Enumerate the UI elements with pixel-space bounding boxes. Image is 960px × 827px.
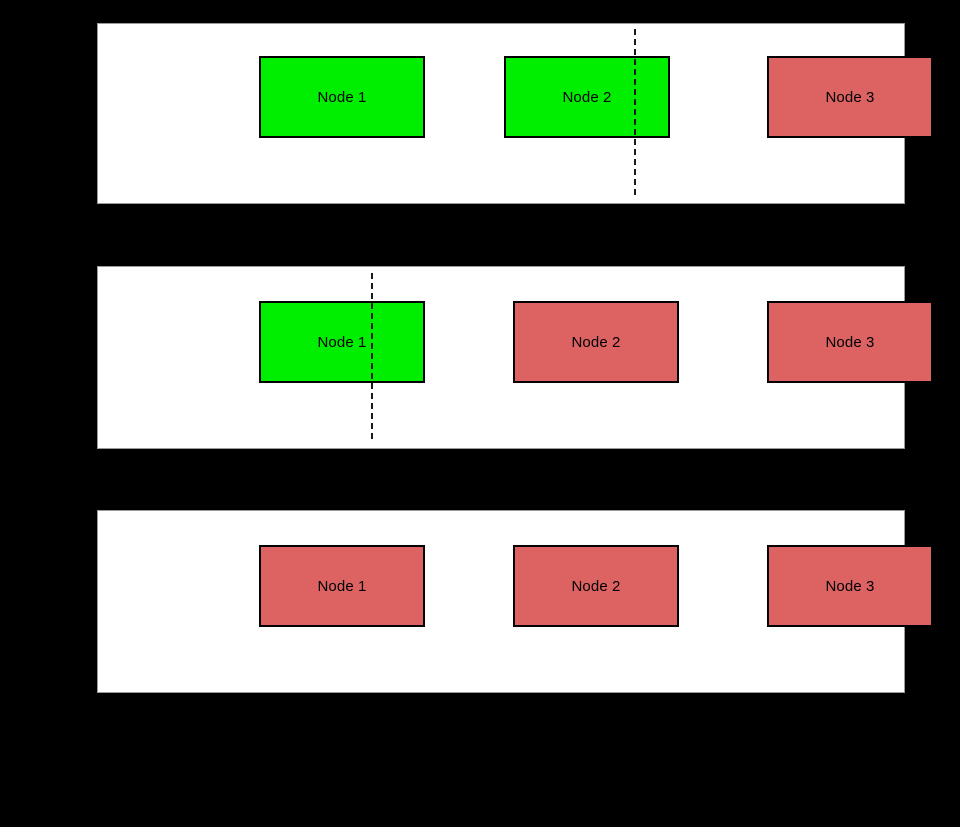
caption-line-1: Two out of 3 nodes are up [406,219,598,237]
caption-line-1: Two out of 3 nodes are down [396,465,608,483]
node-label: Node 2 [562,88,612,106]
node-box-2[interactable]: Node 2 [513,301,679,383]
caption-line-1: All Nodes are down [430,691,574,709]
panel-caption: All Nodes are down Majority Fails & Clus… [98,643,906,827]
node-label: Node 1 [317,88,367,106]
caption-line-2: Majority Fails & Cluster Stops [393,760,611,778]
node-label: Node 2 [571,577,621,595]
quorum-divider-line [371,273,373,439]
node-box-1[interactable]: Node 1 [259,301,425,383]
node-label: Node 3 [825,88,875,106]
node-box-3[interactable]: Node 3 [767,545,933,627]
cluster-quorum-diagram: Node 1 Node 2 Node 3 Two out of 3 nodes … [97,23,933,778]
scenario-panel-majority-up: Node 1 Node 2 Node 3 Two out of 3 nodes … [97,23,933,306]
node-box-1[interactable]: Node 1 [259,545,425,627]
quorum-divider-line [634,29,636,195]
node-label: Node 2 [571,333,621,351]
node-box-1[interactable]: Node 1 [259,56,425,138]
node-box-2[interactable]: Node 2 [504,56,670,138]
node-label: Node 1 [317,577,367,595]
node-label: Node 3 [825,333,875,351]
node-box-3[interactable]: Node 3 [767,301,933,383]
node-label: Node 3 [825,577,875,595]
scenario-panel-all-down: Node 1 Node 2 Node 3 All Nodes are down … [97,510,933,778]
node-box-2[interactable]: Node 2 [513,545,679,627]
node-box-3[interactable]: Node 3 [767,56,933,138]
node-label: Node 1 [317,333,367,351]
scenario-panel-majority-down: Node 1 Node 2 Node 3 Two out of 3 nodes … [97,266,933,552]
